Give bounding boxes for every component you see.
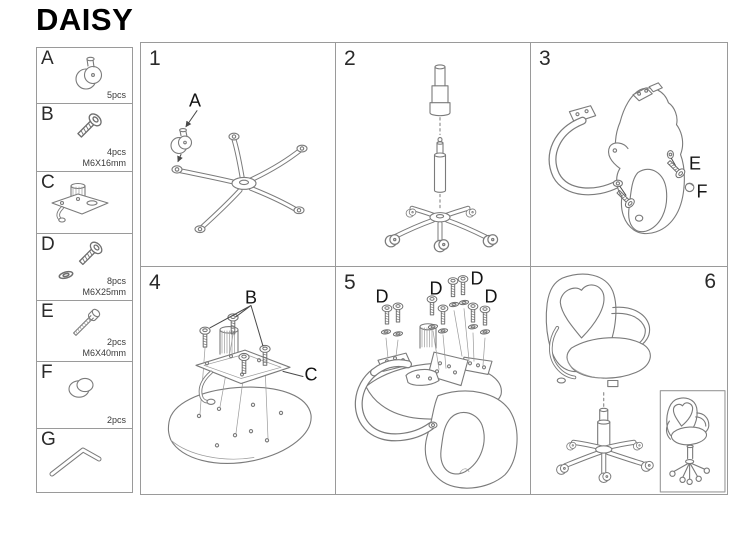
- part-row-a: A 5pcs: [37, 48, 132, 103]
- step-number: 3: [539, 47, 551, 70]
- step-1-panel: 1 A: [141, 43, 335, 266]
- finished-chair-inset: [659, 390, 726, 493]
- part-letter: F: [41, 362, 53, 383]
- parts-list: A 5pcs B 4pcs M6X16mm: [36, 47, 133, 493]
- heart-backrest: [424, 390, 518, 489]
- part-size: M6X25mm: [82, 286, 126, 297]
- part-label-b: B: [244, 287, 258, 308]
- step-6-illustration: [545, 273, 726, 493]
- cap-part: [684, 182, 695, 193]
- part-letter: E: [41, 301, 54, 322]
- step-4-illustration: [167, 305, 312, 464]
- part-row-f: F 2pcs: [37, 362, 132, 428]
- caster-part: [170, 127, 193, 155]
- product-title: DAISY: [36, 2, 134, 37]
- part-row-b: B 4pcs M6X16mm: [37, 104, 132, 171]
- steps-grid: 1 A: [140, 42, 728, 495]
- part-row-d: D 8pcs M6X25mm: [37, 234, 132, 300]
- part-letter: D: [41, 234, 55, 255]
- step-3-illustration: [548, 82, 695, 235]
- part-row-c: C: [37, 172, 132, 233]
- step-number: 6: [704, 270, 716, 293]
- part-label-c: C: [304, 364, 318, 385]
- seat-board: [167, 386, 312, 464]
- part-letter: C: [41, 172, 55, 193]
- part-label-d1: D: [375, 286, 389, 307]
- part-label-d2: D: [429, 278, 443, 299]
- step-number: 5: [344, 271, 356, 294]
- assembled-chair-top: [545, 273, 651, 388]
- part-qty: 2pcs: [106, 337, 126, 347]
- part-label-d4: D: [484, 286, 498, 307]
- step-6-panel: 6: [531, 267, 727, 494]
- part-qty: 5pcs: [106, 89, 126, 100]
- part-label-e: E: [688, 153, 702, 174]
- step-5-illustration: [354, 275, 518, 489]
- part-label-f: F: [696, 181, 708, 202]
- step-3-panel: 3 E F: [531, 43, 727, 266]
- part-label-a: A: [188, 90, 202, 111]
- cap-icon: [68, 377, 94, 398]
- step-1-illustration: [170, 110, 308, 234]
- step-number: 2: [344, 47, 356, 70]
- part-label-d3: D: [470, 268, 484, 289]
- allen-key-icon: [49, 447, 102, 477]
- step-4-panel: 4 B C: [141, 267, 335, 494]
- long-bolt-icon: [73, 308, 101, 336]
- step-5-panel: 5 D D D D: [336, 267, 530, 494]
- telescopic-cover: [429, 64, 451, 117]
- part-qty: 8pcs: [106, 276, 126, 286]
- part-qty: 2pcs: [106, 414, 126, 425]
- part-row-e: E 2pcs M6X40mm: [37, 301, 132, 361]
- step-2-illustration: [384, 64, 499, 253]
- step-number: 1: [149, 47, 161, 70]
- part-letter: G: [41, 429, 56, 450]
- step-2-panel: 2: [336, 43, 530, 266]
- step-number: 4: [149, 271, 161, 294]
- backrest-frame: [607, 82, 685, 235]
- part-letter: A: [41, 48, 54, 69]
- part-qty: 4pcs: [106, 147, 126, 157]
- part-size: M6X40mm: [82, 347, 126, 358]
- part-size: M6X16mm: [82, 157, 126, 168]
- mechanism-icon: [51, 182, 109, 223]
- gas-lift: [433, 137, 447, 193]
- part-letter: B: [41, 104, 54, 125]
- caster-icon: [75, 56, 103, 90]
- part-row-g: G: [37, 429, 132, 492]
